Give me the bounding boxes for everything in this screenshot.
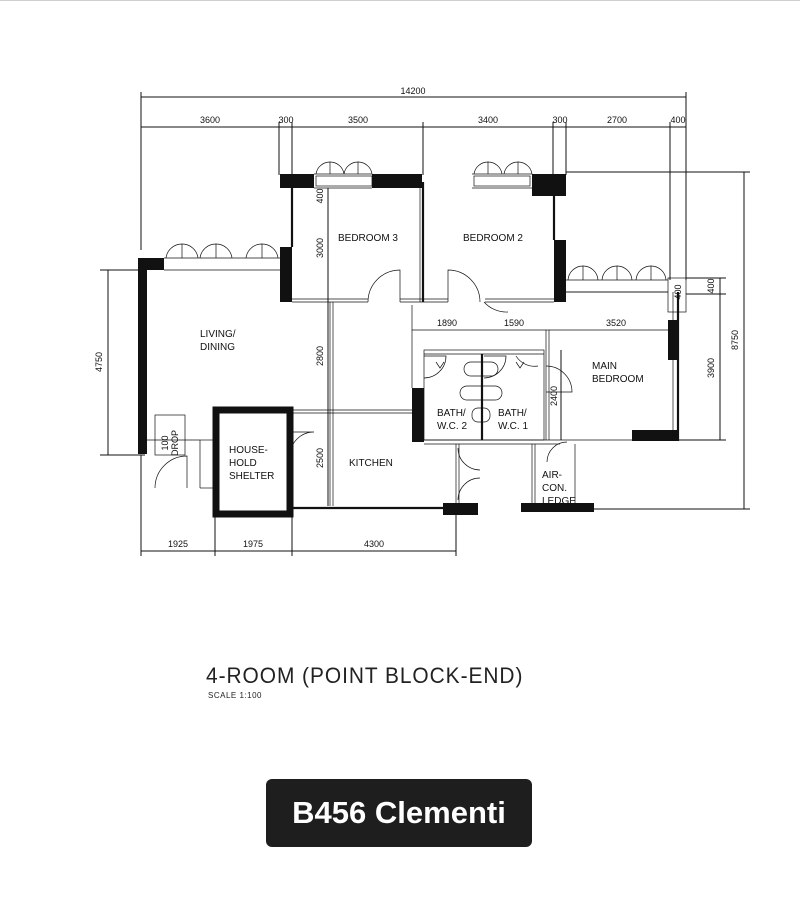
room-aircon-line3: LEDGE bbox=[542, 496, 576, 507]
room-shelter-line2: HOLD bbox=[229, 458, 257, 469]
dim-top-3: 3500 bbox=[348, 115, 368, 125]
plan-title: 4-ROOM (POINT BLOCK-END) bbox=[206, 663, 524, 688]
dim-right-total: 8750 bbox=[730, 330, 740, 350]
dim-left-height: 4750 bbox=[94, 352, 104, 372]
room-kitchen: KITCHEN bbox=[349, 458, 393, 469]
room-shelter-line3: SHELTER bbox=[229, 471, 274, 482]
room-aircon-line1: AIR- bbox=[542, 470, 562, 481]
room-living-line1: LIVING/ bbox=[200, 329, 236, 340]
top-dimension-lines bbox=[140, 92, 687, 280]
dim-aircon-400: 400 bbox=[673, 284, 683, 299]
room-living-line2: DINING bbox=[200, 342, 235, 353]
dim-overall-width: 14200 bbox=[400, 86, 425, 96]
bottom-dimension-lines bbox=[140, 455, 457, 556]
interior-dimension-lines bbox=[327, 188, 562, 506]
dim-top-6: 2700 bbox=[607, 115, 627, 125]
dim-bed3-400: 400 bbox=[315, 188, 325, 203]
plan-scale: SCALE 1:100 bbox=[208, 691, 262, 700]
room-bedroom-2: BEDROOM 2 bbox=[463, 233, 523, 244]
dim-bottom-3: 4300 bbox=[364, 539, 384, 549]
bath-fixtures bbox=[435, 361, 525, 423]
dim-top-2: 300 bbox=[278, 115, 293, 125]
dim-top-5: 300 bbox=[552, 115, 567, 125]
dim-row-3520: 3520 bbox=[606, 318, 626, 328]
room-aircon-line2: CON. bbox=[542, 483, 567, 494]
dim-bath-2400: 2400 bbox=[549, 386, 559, 406]
dim-kitchen-2500: 2500 bbox=[315, 448, 325, 468]
room-bath1-line2: W.C. 1 bbox=[498, 421, 528, 432]
room-bath2-line1: BATH/ bbox=[437, 408, 466, 419]
top-divider bbox=[0, 0, 800, 1]
room-bath1-line1: BATH/ bbox=[498, 408, 527, 419]
walls bbox=[138, 173, 687, 518]
dim-top-4: 3400 bbox=[478, 115, 498, 125]
dim-right-upper: 400 bbox=[706, 278, 716, 293]
room-main-line2: BEDROOM bbox=[592, 374, 644, 385]
dim-bottom-2: 1975 bbox=[243, 539, 263, 549]
dim-living-2800: 2800 bbox=[315, 346, 325, 366]
left-dimension-lines bbox=[100, 269, 145, 456]
door-swings bbox=[154, 269, 573, 501]
dim-bottom-1: 1925 bbox=[168, 539, 188, 549]
drop-label-line2: DROP bbox=[170, 430, 180, 456]
dim-top-1: 3600 bbox=[200, 115, 220, 125]
caption-badge: B456 Clementi bbox=[266, 779, 532, 847]
room-bath2-line2: W.C. 2 bbox=[437, 421, 467, 432]
window-swings bbox=[165, 161, 667, 281]
dim-row-1590: 1590 bbox=[504, 318, 524, 328]
room-shelter-line1: HOUSE- bbox=[229, 445, 268, 456]
room-bedroom-3: BEDROOM 3 bbox=[338, 233, 398, 244]
drop-label-line1: 100 bbox=[160, 435, 170, 450]
dim-right-lower: 3900 bbox=[706, 358, 716, 378]
dim-top-7: 400 bbox=[670, 115, 685, 125]
caption-text: B456 Clementi bbox=[292, 795, 506, 830]
right-dimension-lines bbox=[566, 171, 750, 510]
dim-bed3-3000: 3000 bbox=[315, 238, 325, 258]
dim-row-1890: 1890 bbox=[437, 318, 457, 328]
room-main-line1: MAIN bbox=[592, 361, 617, 372]
